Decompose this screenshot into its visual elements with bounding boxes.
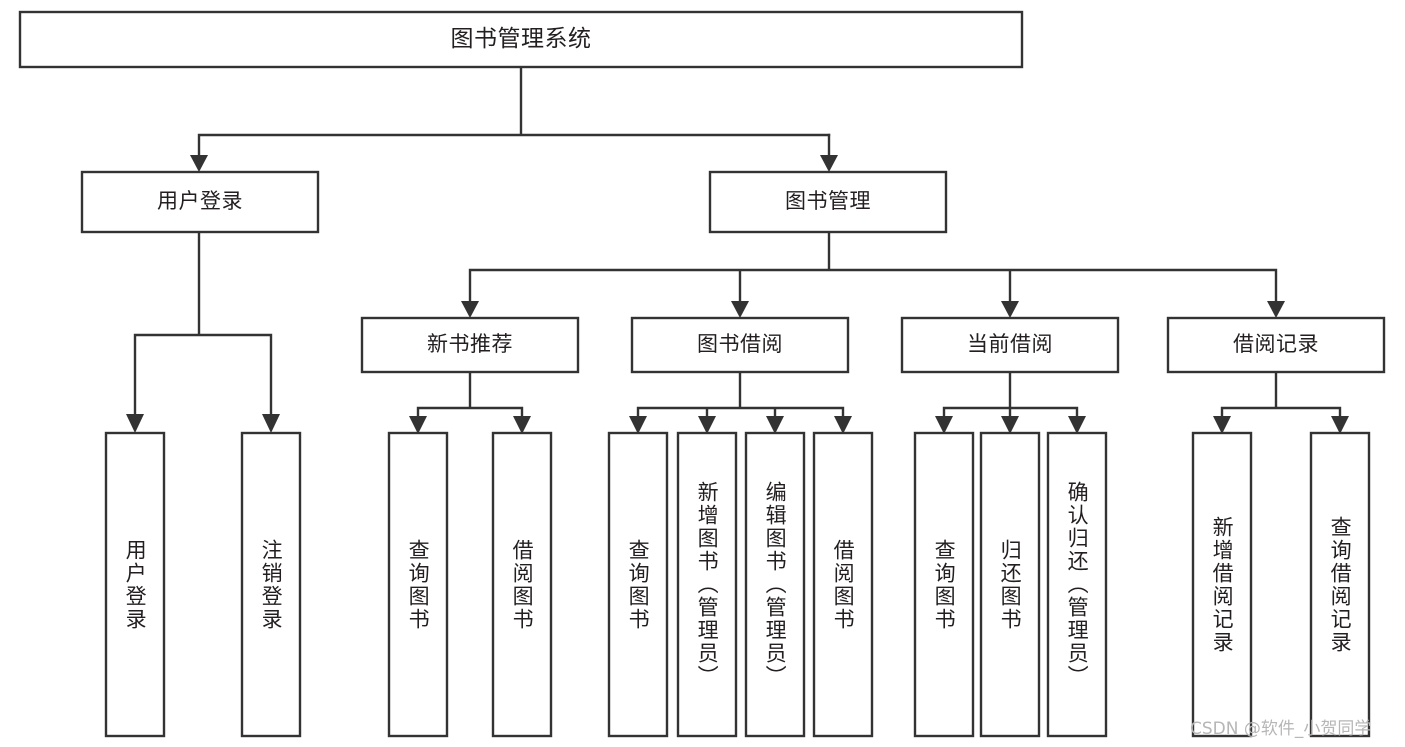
node-box-leaf-query-book-1[interactable] <box>387 431 449 738</box>
arrowhead-to-query-book-3 <box>935 416 953 434</box>
arrowhead-to-leaf-logout <box>262 414 280 433</box>
node-box-leaf-borrow-book-2[interactable] <box>812 431 874 738</box>
node-box-current-borrow[interactable] <box>900 316 1120 374</box>
arrowhead-to-confirm-return <box>1068 416 1086 434</box>
node-box-leaf-edit-book[interactable] <box>744 431 806 738</box>
edge-userlogin-bus <box>133 230 273 421</box>
arrowhead-to-leaf-user-login <box>126 414 144 433</box>
arrowhead-to-query-record <box>1331 416 1349 434</box>
edge-newbook-bus <box>416 370 524 423</box>
node-box-book-borrow[interactable] <box>630 316 850 374</box>
node-box-leaf-query-book-2[interactable] <box>607 431 669 738</box>
edge-currentborrow-bus <box>942 370 1079 423</box>
node-box-leaf-add-book[interactable] <box>676 431 738 738</box>
node-box-user-login[interactable] <box>80 170 320 234</box>
arrowhead-group <box>126 155 1349 434</box>
arrowhead-to-add-book <box>698 416 716 434</box>
node-box-new-book-recommend[interactable] <box>360 316 580 374</box>
node-box-book-management[interactable] <box>708 170 948 234</box>
edge-bookborrow-bus <box>636 370 845 423</box>
arrowhead-to-query-book-1 <box>409 416 427 434</box>
arrowhead-to-borrow-record <box>1267 301 1285 318</box>
arrowhead-to-new-book <box>461 301 479 318</box>
edge-root-bus <box>197 65 831 162</box>
node-box-leaf-confirm-return[interactable] <box>1046 431 1108 738</box>
node-box-group <box>18 10 1386 738</box>
node-box-leaf-add-record[interactable] <box>1191 431 1253 738</box>
edge-group <box>133 65 1342 423</box>
arrowhead-to-add-record <box>1213 416 1231 434</box>
node-box-root[interactable] <box>18 10 1024 69</box>
node-box-leaf-user-login[interactable] <box>104 431 166 738</box>
node-box-leaf-query-record[interactable] <box>1309 431 1371 738</box>
node-box-leaf-borrow-book-1[interactable] <box>491 431 553 738</box>
arrowhead-to-borrow-book-1 <box>513 416 531 434</box>
node-box-leaf-query-book-3[interactable] <box>913 431 975 738</box>
node-box-leaf-logout[interactable] <box>240 431 302 738</box>
arrowhead-to-book-borrow <box>731 301 749 318</box>
arrowhead-to-book-management <box>820 155 838 172</box>
edge-bookmgmt-bus <box>468 230 1278 308</box>
arrowhead-to-edit-book <box>766 416 784 434</box>
arrowhead-to-user-login <box>190 155 208 172</box>
arrowhead-to-current-borrow <box>1001 301 1019 318</box>
node-box-borrow-record[interactable] <box>1166 316 1386 374</box>
arrowhead-to-return-book <box>1001 416 1019 434</box>
arrowhead-to-query-book-2 <box>629 416 647 434</box>
arrowhead-to-borrow-book-2 <box>834 416 852 434</box>
node-box-leaf-return-book[interactable] <box>979 431 1041 738</box>
edge-borrowrecord-bus <box>1220 370 1342 423</box>
